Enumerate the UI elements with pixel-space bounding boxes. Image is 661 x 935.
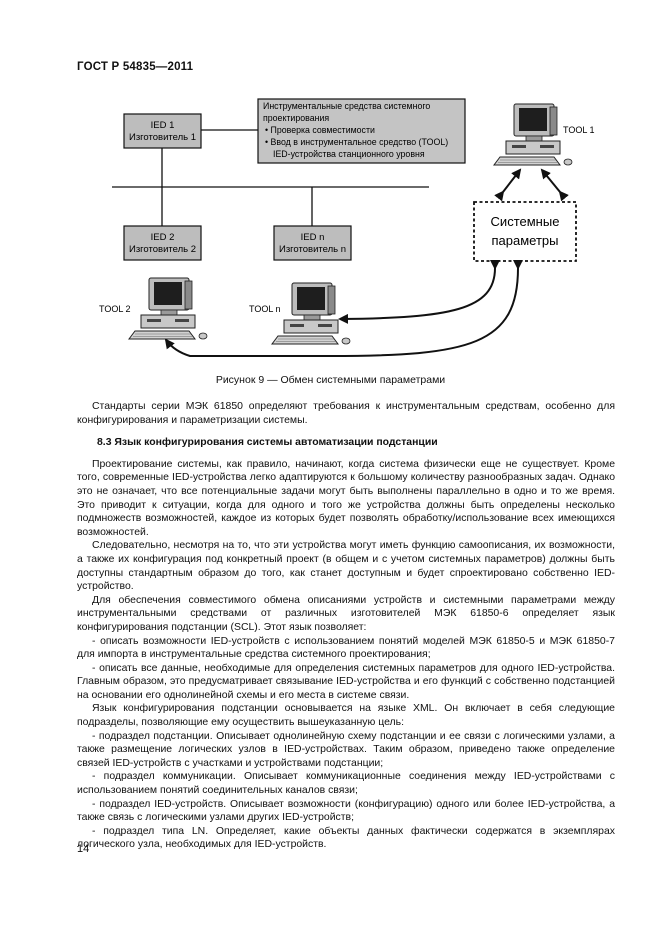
tool-2-label: TOOL 2 <box>99 304 131 314</box>
tools-box: Инструментальные средства системного про… <box>257 98 466 164</box>
ied-n-vendor: Изготовитель n <box>279 244 346 255</box>
ied-n-box: IED n Изготовитель n <box>273 225 352 261</box>
list-item-communication: - подраздел коммуникации. Описывает комм… <box>77 771 615 797</box>
tool-n-computer-icon <box>271 282 351 345</box>
tools-box-line-4: • Ввод в инструментальное средство (TOOL… <box>265 137 448 147</box>
tool-2-computer-icon <box>128 277 208 340</box>
ied-2-box: IED 2 Изготовитель 2 <box>123 225 202 261</box>
list-item-ied: - подраздел IED-устройств. Описывает воз… <box>77 798 615 824</box>
paragraph-scl-intro: Для обеспечения совместимого обмена опис… <box>77 594 615 633</box>
communication-bus <box>112 129 429 226</box>
page-number: 14 <box>77 843 90 855</box>
ied-1-box: IED 1 Изготовитель 1 <box>123 113 202 149</box>
figure-diagram: IED 1 Изготовитель 1 IED 2 Изготовитель … <box>99 98 595 357</box>
ied-1-title: IED 1 <box>151 120 175 131</box>
list-item-ln-type: - подраздел типа LN. Определяет, какие о… <box>77 825 615 851</box>
tools-box-line-1: Инструментальные средства системного <box>263 101 430 111</box>
body-text: Стандарты серии МЭК 61850 определяют тре… <box>77 400 615 852</box>
ied-2-vendor: Изготовитель 2 <box>129 244 196 255</box>
paragraph-xml: Язык конфигурирования подстанции основыв… <box>77 703 615 729</box>
paragraph-self-description: Следовательно, несмотря на то, что эти у… <box>77 540 615 593</box>
list-item-substation: - подраздел подстанции. Описывает одноли… <box>77 730 615 769</box>
tools-box-line-5: IED-устройства станционного уровня <box>273 149 425 159</box>
tools-box-line-3: • Проверка совместимости <box>265 125 375 135</box>
paragraph-design: Проектирование системы, как правило, нач… <box>77 458 615 538</box>
system-parameters-line-2: параметры <box>492 233 559 248</box>
list-item-capabilities: - описать возможности IED-устройств с ис… <box>77 635 615 661</box>
tool-n-label: TOOL n <box>249 304 281 314</box>
paragraph-intro: Стандарты серии МЭК 61850 определяют тре… <box>77 401 615 426</box>
figure-caption: Рисунок 9 — Обмен системными параметрами <box>215 374 446 386</box>
ied-1-vendor: Изготовитель 1 <box>129 132 196 143</box>
section-heading: 8.3 Язык конфигурирования системы автома… <box>97 437 438 449</box>
tool-1-computer-icon <box>493 103 573 166</box>
list-item-data: - описать все данные, необходимые для оп… <box>77 662 615 701</box>
document-header: ГОСТ Р 54835—2011 <box>77 61 194 73</box>
system-parameters-box: Системные параметры <box>473 201 577 262</box>
tools-box-line-2: проектирования <box>263 113 329 123</box>
ied-n-title: IED n <box>301 232 325 243</box>
tool-1-label: TOOL 1 <box>563 125 595 135</box>
exchange-arrows <box>164 168 569 357</box>
ied-2-title: IED 2 <box>151 232 175 243</box>
system-parameters-line-1: Системные <box>491 214 560 229</box>
